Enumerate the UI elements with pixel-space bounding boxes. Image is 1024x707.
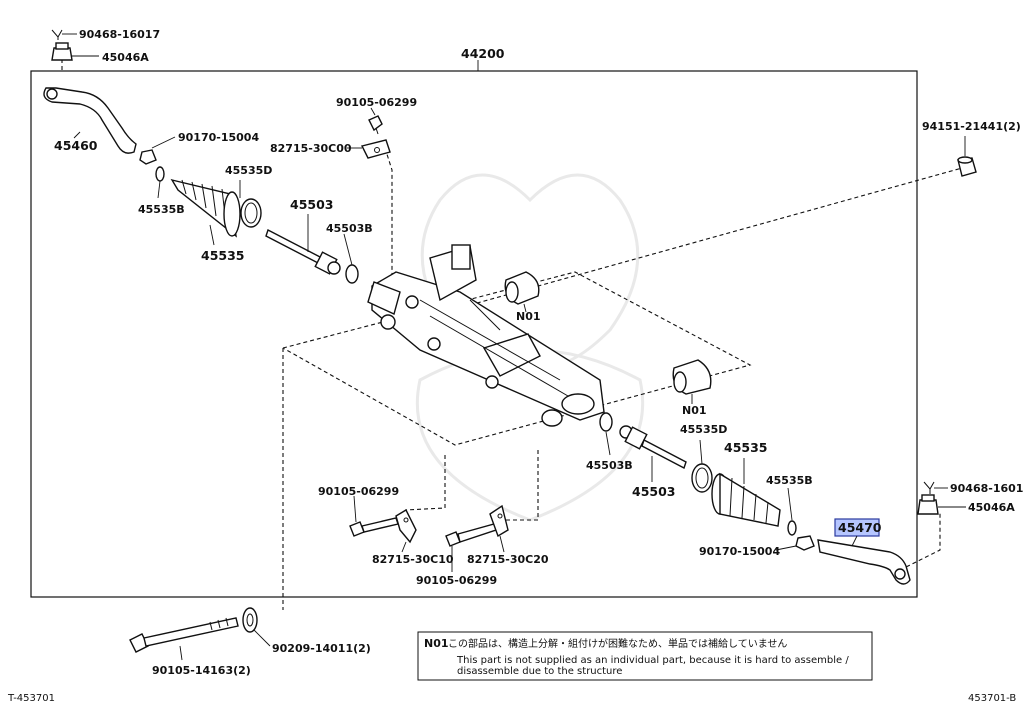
claw-washer-left[interactable]: [345, 264, 359, 284]
note-box: N01 この部品は、構造上分解・組付けが困難なため、単品では補給していません T…: [417, 631, 873, 681]
mount-bushing-top[interactable]: [504, 271, 540, 305]
part-label-45470[interactable]: 45470: [838, 520, 882, 535]
note-english-line2: disassemble due to the structure: [457, 666, 622, 677]
part-label-44200[interactable]: 44200: [461, 46, 505, 61]
part-label-45535D-left[interactable]: 45535D: [225, 164, 272, 177]
part-label-45535D-right[interactable]: 45535D: [680, 423, 727, 436]
part-label-45460[interactable]: 45460: [54, 138, 98, 153]
lock-nut-left[interactable]: [139, 149, 157, 165]
lock-nut-right[interactable]: [795, 535, 815, 551]
tie-rod-end-left[interactable]: [43, 87, 137, 154]
bolt-mid-bottom[interactable]: [445, 523, 497, 547]
bolt-mid-left[interactable]: [349, 517, 399, 537]
boot-clip-large-right[interactable]: [691, 463, 713, 493]
tie-rod-end-right[interactable]: [817, 539, 911, 585]
steering-rack-housing[interactable]: [367, 244, 605, 427]
part-label-82715-30C00[interactable]: 82715-30C00: [270, 142, 352, 155]
mount-bolt-long[interactable]: [129, 617, 239, 653]
assembly-frame: [30, 70, 918, 598]
rack-boot-left[interactable]: [170, 178, 241, 238]
part-label-90468-16017-right[interactable]: 90468-16017: [950, 482, 1024, 495]
dashed-relations: [61, 55, 963, 610]
part-label-45046A-right[interactable]: 45046A: [968, 501, 1015, 514]
part-label-90468-16017-left[interactable]: 90468-16017: [79, 28, 160, 41]
part-label-45535-left[interactable]: 45535: [201, 248, 245, 263]
part-label-N01-top[interactable]: N01: [516, 310, 541, 323]
part-label-45503-right[interactable]: 45503: [632, 484, 676, 499]
note-english-line1: This part is not supplied as an individu…: [456, 655, 849, 666]
part-label-82715-30C20[interactable]: 82715-30C20: [467, 553, 549, 566]
part-label-90170-15004-left[interactable]: 90170-15004: [178, 131, 259, 144]
mount-nut-right[interactable]: [957, 156, 977, 177]
castle-nut-left[interactable]: [51, 42, 73, 61]
part-label-90105-14163[interactable]: 90105-14163(2): [152, 664, 251, 677]
part-label-82715-30C10[interactable]: 82715-30C10: [372, 553, 454, 566]
part-label-90105-06299-ml[interactable]: 90105-06299: [318, 485, 399, 498]
inner-tie-rod-left[interactable]: [265, 229, 341, 275]
mount-bushing-mid[interactable]: [672, 359, 712, 395]
part-label-45503B-left[interactable]: 45503B: [326, 222, 373, 235]
part-label-45046A-left[interactable]: 45046A: [102, 51, 149, 64]
cotter-pin-right[interactable]: [923, 481, 948, 494]
footer-code-right: 453701-B: [968, 693, 1016, 704]
rack-boot-right[interactable]: [711, 472, 781, 527]
part-label-94151-21441[interactable]: 94151-21441(2): [922, 120, 1021, 133]
cotter-pin-left[interactable]: [51, 29, 77, 40]
part-label-90105-06299-top[interactable]: 90105-06299: [336, 96, 417, 109]
part-label-90105-06299-mb[interactable]: 90105-06299: [416, 574, 497, 587]
part-label-90170-15004-right[interactable]: 90170-15004: [699, 545, 780, 558]
claw-washer-right[interactable]: [599, 412, 613, 432]
part-label-45535-right[interactable]: 45535: [724, 440, 768, 455]
boot-clip-small-right[interactable]: [787, 520, 797, 536]
part-label-45535B-left[interactable]: 45535B: [138, 203, 185, 216]
footer-code-left: T-453701: [7, 693, 55, 704]
bracket-mid-left[interactable]: [395, 509, 417, 544]
part-label-N01-mid[interactable]: N01: [682, 404, 707, 417]
bracket-mid-right[interactable]: [489, 504, 509, 538]
castle-nut-right[interactable]: [917, 494, 939, 515]
note-japanese: この部品は、構造上分解・組付けが困難なため、単品では補給していません: [448, 637, 787, 650]
part-label-45503-left[interactable]: 45503: [290, 197, 334, 212]
inner-tie-rod-right[interactable]: [619, 425, 687, 470]
part-label-45503B-right[interactable]: 45503B: [586, 459, 633, 472]
part-label-45535B-right[interactable]: 45535B: [766, 474, 813, 487]
bolt-top[interactable]: [368, 115, 383, 135]
part-label-90209-14011[interactable]: 90209-14011(2): [272, 642, 371, 655]
mount-washer[interactable]: [242, 607, 258, 633]
bracket-top[interactable]: [360, 139, 391, 159]
boot-clip-large-left[interactable]: [240, 198, 262, 228]
boot-clip-small-left[interactable]: [155, 166, 165, 182]
note-code: N01: [424, 637, 449, 650]
